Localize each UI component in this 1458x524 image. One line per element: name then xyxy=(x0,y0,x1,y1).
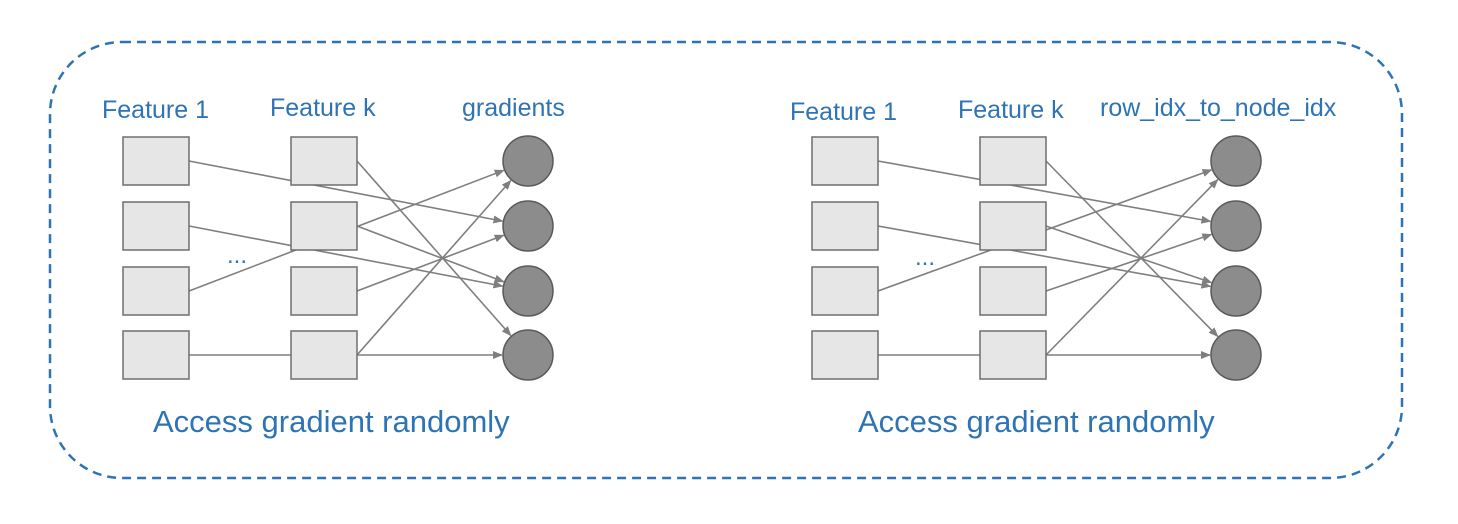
feature-k-box-1 xyxy=(979,136,1047,186)
feature-1-box-2 xyxy=(122,201,190,251)
feature-k-box-3 xyxy=(979,266,1047,316)
boxes-left xyxy=(122,136,358,380)
gradient-node-1 xyxy=(502,135,554,187)
target-label-right: row_idx_to_node_idx xyxy=(1100,94,1337,122)
feature-k-box-4 xyxy=(290,330,358,380)
feature-k-box-1 xyxy=(290,136,358,186)
feature-k-box-2 xyxy=(979,201,1047,251)
col1-label-right: Feature 1 xyxy=(790,98,897,126)
feature-k-box-4 xyxy=(979,330,1047,380)
col2-label-left: Feature k xyxy=(270,94,376,122)
panel-left: Feature 1 Feature k gradients ... Access… xyxy=(102,94,565,439)
feature-k-box-3 xyxy=(290,266,358,316)
caption-right: Access gradient randomly xyxy=(858,404,1215,439)
access-arrow-1 xyxy=(188,160,504,224)
feature-1-box-1 xyxy=(811,136,879,186)
ellipsis-right: ... xyxy=(915,244,935,271)
feature-1-box-2 xyxy=(811,201,879,251)
feature-1-box-3 xyxy=(811,266,879,316)
access-arrow-5 xyxy=(1045,160,1219,338)
feature-k-box-2 xyxy=(290,201,358,251)
gradient-node-2 xyxy=(1210,200,1262,252)
access-arrow-2 xyxy=(188,225,504,289)
col2-label-right: Feature k xyxy=(958,96,1064,124)
access-arrow-6 xyxy=(356,225,505,283)
feature-1-box-4 xyxy=(122,330,190,380)
boxes-right xyxy=(811,136,1047,380)
access-arrow-1 xyxy=(877,160,1212,224)
gradient-node-4 xyxy=(502,329,554,381)
feature-1-box-1 xyxy=(122,136,190,186)
access-arrow-7 xyxy=(1045,233,1213,292)
nodes-left xyxy=(502,135,554,381)
access-arrow-8 xyxy=(1045,178,1219,356)
gradient-node-3 xyxy=(502,265,554,317)
gradient-node-3 xyxy=(1210,265,1262,317)
ellipsis-left: ... xyxy=(227,242,247,269)
caption-left: Access gradient randomly xyxy=(153,404,510,439)
panel-right: Feature 1 Feature k row_idx_to_node_idx … xyxy=(790,94,1337,439)
gradient-node-1 xyxy=(1210,135,1262,187)
access-arrow-7 xyxy=(356,234,505,292)
feature-1-box-3 xyxy=(122,266,190,316)
target-label-left: gradients xyxy=(462,94,565,122)
gradient-node-2 xyxy=(502,200,554,252)
gradient-node-4 xyxy=(1210,329,1262,381)
access-arrow-6 xyxy=(1045,225,1213,284)
access-arrow-8 xyxy=(356,179,512,356)
col1-label-left: Feature 1 xyxy=(102,96,209,124)
dashed-frame xyxy=(48,40,1404,480)
access-arrow-2 xyxy=(877,225,1212,289)
nodes-right xyxy=(1210,135,1262,381)
access-arrow-5 xyxy=(356,160,512,337)
feature-1-box-4 xyxy=(811,330,879,380)
